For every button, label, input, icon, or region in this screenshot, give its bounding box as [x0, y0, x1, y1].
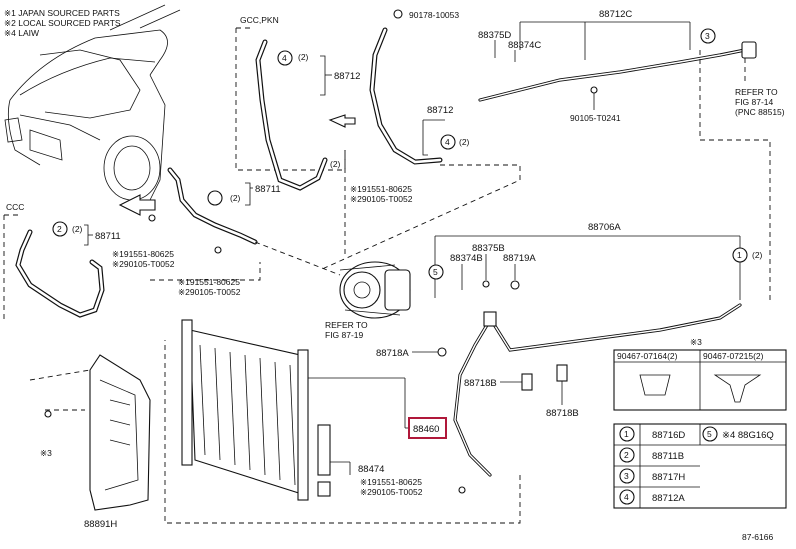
condenser: 88460 88474 ※191551-80625 ※290105-T0052	[150, 262, 466, 501]
pipe-88706A-group: 88706A 88375B 88374B 88719A 5 1 (2) 8871…	[164, 222, 763, 524]
ccc-group: CCC 2 (2) 88711	[3, 202, 121, 320]
gcc-pkn-group: GCC,PKN 4 (2) 88712 (2)	[235, 15, 360, 191]
highlight-88460-box[interactable]	[408, 417, 447, 439]
callout-4-top[interactable]	[277, 50, 293, 66]
part-88718B-2[interactable]: 88718B	[546, 408, 579, 419]
legend-row-4-callout	[619, 489, 635, 505]
part-88375B[interactable]: 88375B	[472, 243, 505, 254]
part-88375D[interactable]: 88375D	[478, 30, 511, 41]
legend-row-1-num: 1	[624, 429, 629, 439]
legend-row-2-part[interactable]: 88711B	[652, 451, 684, 462]
part-88711[interactable]: 88711	[255, 184, 281, 195]
legend-row-5-callout	[702, 426, 718, 442]
qty-2e: (2)	[459, 137, 470, 147]
legend-row-1-callout	[619, 426, 635, 442]
variant-ccc: CCC	[6, 202, 24, 212]
part-88374B[interactable]: 88374B	[450, 253, 483, 264]
callout-3-top[interactable]	[700, 28, 716, 44]
bolt-note-b1: ※191551-80625	[178, 277, 240, 287]
part-90178[interactable]: 90178-10053	[409, 10, 459, 20]
pipe-88712C-group: 88712C 88375D 88374C 3 REFER TO FIG 87-1…	[478, 9, 785, 300]
part-90105-top[interactable]: 90105-T0241	[570, 113, 621, 123]
legend-row-5-num: 5	[707, 429, 712, 439]
figure-id: 87-6166	[742, 532, 773, 542]
bolt-note-c1: ※191551-80625	[350, 184, 412, 194]
clip-2-label[interactable]: 90467-07215(2)	[703, 351, 764, 361]
bolt-note-a2: ※290105-T0052	[112, 259, 175, 269]
callout-4-mid-num: 4	[445, 137, 450, 147]
condenser-fins	[199, 344, 296, 486]
vehicle-illustration	[4, 4, 181, 201]
legend-row-2-num: 2	[624, 450, 629, 460]
bolt-note-c2: ※290105-T0052	[350, 194, 413, 204]
legend-row-4-num: 4	[624, 492, 629, 502]
legend-row-3-callout	[619, 468, 635, 484]
suction-hose-group: (2) 88711 ※191551-80625 ※290105-T0052 ※1…	[112, 167, 281, 297]
callout-2-hose[interactable]	[207, 190, 223, 206]
part-88719A[interactable]: 88719A	[503, 253, 536, 264]
note-local: ※2 LOCAL SOURCED PARTS	[4, 18, 121, 28]
legend-table: 1 88716D 2 88711B 3 88717H 4 88712A 5 ※4…	[613, 423, 787, 509]
legend-row-1-part[interactable]: 88716D	[652, 430, 685, 441]
legend-row-2-callout	[619, 447, 635, 463]
discharge-hose-group: 90178-10053 88712 4 (2) ※191551-80625 ※2…	[319, 9, 521, 271]
legend-row-4-part[interactable]: 88712A	[652, 493, 685, 504]
part-88712C[interactable]: 88712C	[599, 9, 632, 20]
direction-arrow	[118, 194, 156, 216]
variant-gcc-pkn: GCC,PKN	[240, 15, 279, 25]
qty-2c: (2)	[230, 193, 241, 203]
legend-row-5-part[interactable]: ※4 88G16Q	[722, 430, 774, 441]
note-star3: ※3	[40, 448, 52, 458]
part-88712-gcc[interactable]: 88712	[334, 71, 360, 82]
ref-corner-2: FIG 87-14	[735, 97, 774, 107]
callout-5-lower-num: 5	[433, 267, 438, 277]
undercover: ※3 88891H	[29, 354, 151, 530]
ref-corner-3: (PNC 88515)	[735, 107, 785, 117]
flow-arrow	[328, 114, 356, 128]
source-notes: ※1 JAPAN SOURCED PARTS ※2 LOCAL SOURCED …	[4, 8, 121, 38]
part-88706A[interactable]: 88706A	[588, 222, 621, 233]
part-88712-mid[interactable]: 88712	[427, 105, 453, 116]
part-88711-ccc[interactable]: 88711	[95, 231, 121, 242]
part-88374C[interactable]: 88374C	[508, 40, 541, 51]
legend-row-3-part[interactable]: 88717H	[652, 472, 685, 483]
bolt-note-b2: ※290105-T0052	[178, 287, 241, 297]
clip-table: ※3 90467-07164(2) 90467-07215(2)	[613, 337, 787, 411]
note-star3-table: ※3	[690, 337, 702, 347]
part-88718B[interactable]: 88718B	[464, 378, 497, 389]
legend-row-3-num: 3	[624, 471, 629, 481]
callout-1-lower[interactable]	[732, 247, 748, 263]
note-japan: ※1 JAPAN SOURCED PARTS	[4, 8, 120, 18]
part-88474[interactable]: 88474	[358, 464, 384, 475]
part-88460[interactable]: 88460	[413, 424, 439, 435]
callout-5-lower[interactable]	[428, 264, 444, 280]
bolt-note-d2: ※290105-T0052	[360, 487, 423, 497]
callout-4-mid[interactable]	[440, 134, 456, 150]
callout-2-ccc[interactable]	[52, 221, 68, 237]
part-88891H[interactable]: 88891H	[84, 519, 117, 530]
qty-2b: (2)	[330, 159, 341, 169]
callout-2-ccc-num: 2	[57, 224, 62, 234]
clip-2-icon	[713, 374, 762, 403]
ref-compressor-2: FIG 87-19	[325, 330, 364, 340]
ref-compressor-1: REFER TO	[325, 320, 368, 330]
callout-1-lower-num: 1	[737, 250, 742, 260]
note-laiw: ※4 LAIW	[4, 28, 39, 38]
bolt-note-d1: ※191551-80625	[360, 477, 422, 487]
part-88718A[interactable]: 88718A	[376, 348, 409, 359]
callout-4-top-num: 4	[282, 53, 287, 63]
bolt-note-a1: ※191551-80625	[112, 249, 174, 259]
qty-2f: (2)	[752, 250, 763, 260]
clip-1-label[interactable]: 90467-07164(2)	[617, 351, 678, 361]
qty-2a: (2)	[298, 52, 309, 62]
callout-3-top-num: 3	[705, 31, 710, 41]
qty-2d: (2)	[72, 224, 83, 234]
clip-1-icon	[639, 374, 671, 396]
compressor: REFER TO FIG 87-19	[254, 150, 411, 340]
ref-corner-1: REFER TO	[735, 87, 778, 97]
